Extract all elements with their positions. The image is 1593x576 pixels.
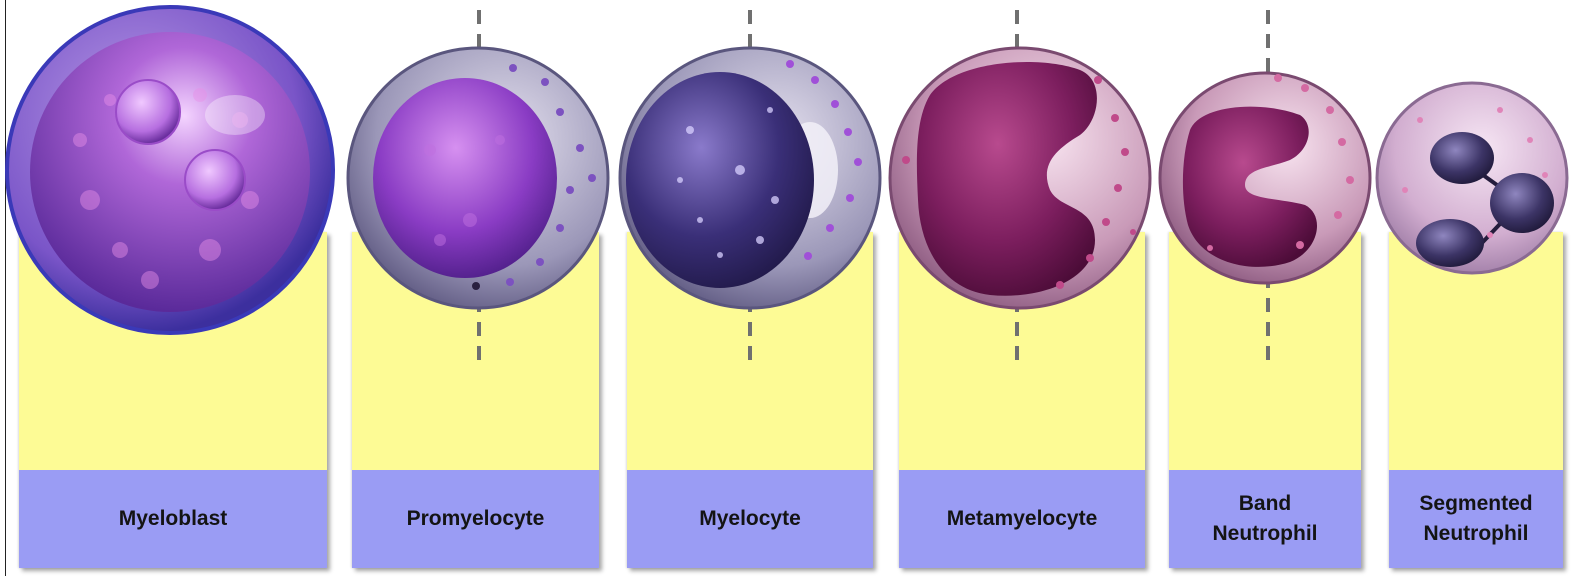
- metamyelocyte-cell-illustration: [890, 48, 1150, 308]
- myelocyte-cell-illustration: [620, 48, 880, 308]
- promyelocyte-cell-illustration: [348, 48, 608, 308]
- band-neutrophil-cell-illustration: [1160, 73, 1370, 283]
- myeloblast-cell-illustration: [7, 7, 333, 333]
- segmented-neutrophil-cell-illustration: [1377, 83, 1567, 273]
